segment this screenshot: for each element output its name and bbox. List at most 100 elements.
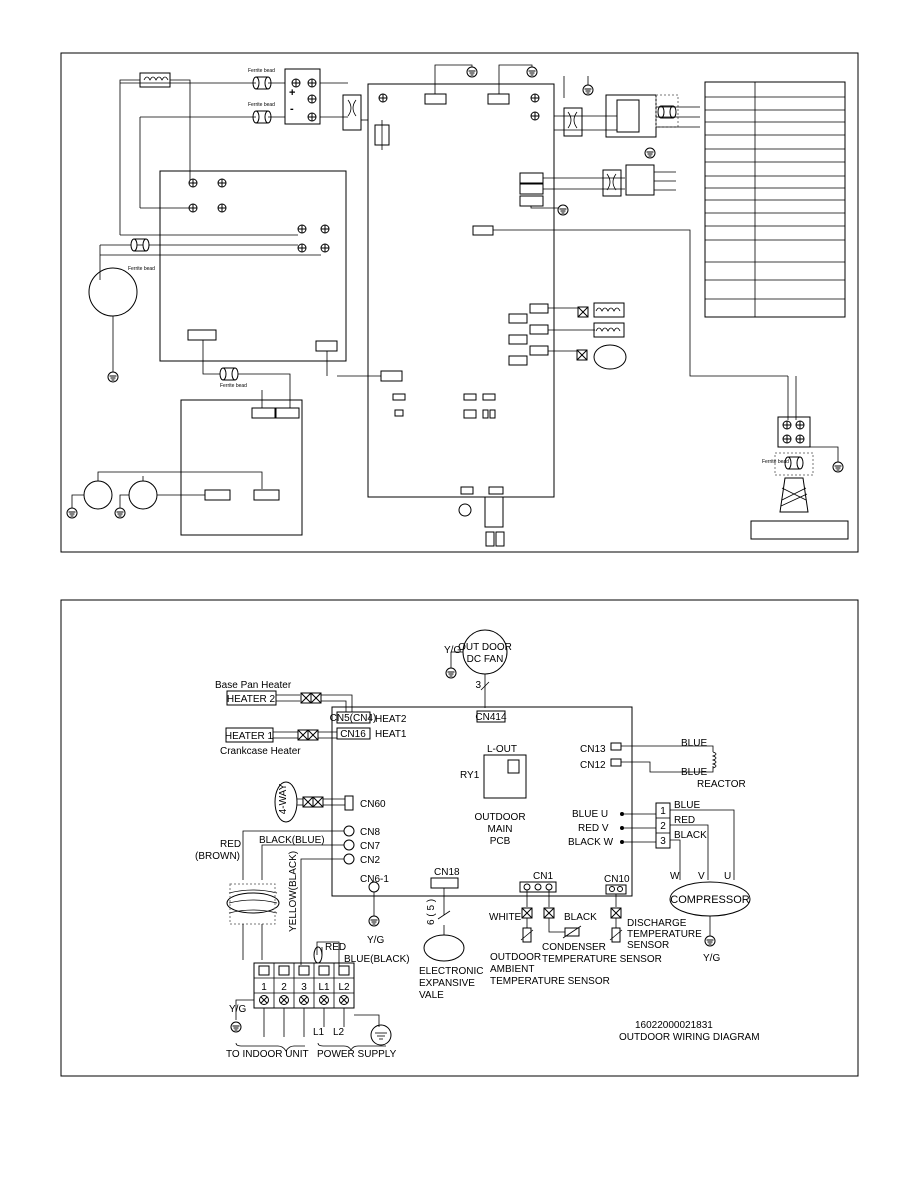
fan-label-1: OUT DOOR (458, 642, 512, 653)
fan-wire-count: 3 (475, 680, 481, 691)
reactor-wire-1: BLUE (681, 738, 707, 749)
cn16-label: CN16 (340, 729, 366, 740)
top-main-pcb (367, 83, 555, 498)
ambient-label-2: AMBIENT (490, 964, 534, 975)
top-heater-symbol (139, 72, 171, 88)
svg-text:Ferrite bead: Ferrite bead (220, 383, 247, 389)
top-fan-motor (88, 267, 138, 317)
cn6-label: CN6-1 (360, 874, 389, 885)
electronic-expansive-valve (423, 934, 465, 962)
svg-text:2: 2 (281, 982, 287, 993)
heater-1 (225, 727, 274, 743)
discharge-label-2: TEMPERATURE (627, 929, 702, 940)
cn60-label: CN60 (360, 799, 386, 810)
cn6-ground-icon (368, 915, 380, 927)
svg-text:COMPRESSOR: COMPRESSOR (670, 894, 750, 906)
cn13-label: CN13 (580, 744, 606, 755)
compressor-ground-icon (704, 935, 716, 947)
svg-text:Y/G: Y/G (703, 953, 720, 964)
top-connector-a (342, 94, 362, 131)
terminal-ground-label: Y/G (229, 1004, 246, 1015)
plus-label: + (289, 87, 295, 99)
l-out-label: L-OUT (487, 744, 517, 755)
fan-ground-label: Y/G (444, 645, 461, 656)
svg-text:L2: L2 (338, 982, 350, 993)
w-terminal-label: BLACK W (568, 837, 614, 848)
sensor-black-label: BLACK (564, 912, 597, 923)
to-indoor-unit-label: TO INDOOR UNIT (226, 1049, 309, 1060)
svg-text:4-WAY: 4-WAY (278, 783, 289, 814)
wire-black-blue-label: BLACK(BLUE) (259, 835, 325, 846)
svg-text:L1: L1 (313, 1027, 325, 1038)
compressor-wire-blue: BLUE (674, 800, 700, 811)
reactor-wire-2: BLUE (681, 767, 707, 778)
outdoor-main-pcb (331, 706, 633, 897)
fan-label-2: DC FAN (467, 654, 504, 665)
svg-text:U: U (724, 871, 731, 882)
diagram-title: OUTDOOR WIRING DIAGRAM (619, 1032, 760, 1043)
svg-text:L1: L1 (318, 982, 330, 993)
ferrite-bead-label-1: Ferrite bead (248, 68, 275, 74)
cn2-label: CN2 (360, 855, 380, 866)
crankcase-heater-caption: Crankcase Heater (220, 746, 301, 757)
cn10-label: CN10 (604, 874, 630, 885)
svg-text:Y/G: Y/G (367, 935, 384, 946)
condenser-label-1: CONDENSER (542, 942, 606, 953)
heat1-label: HEAT1 (375, 729, 407, 740)
terminal-blue-black-label: BLUE(BLACK) (344, 954, 410, 965)
cn18-label: CN18 (434, 867, 460, 878)
cn7-label: CN7 (360, 841, 380, 852)
top-diagram-frame (60, 52, 859, 553)
eev-label-3: VALE (419, 990, 444, 1001)
bottom-diagram-frame (60, 599, 859, 1077)
wire-brown-label: (BROWN) (195, 851, 240, 862)
wire-red-label: RED (220, 839, 241, 850)
cn5-label: CN5(CN4) (330, 713, 377, 724)
discharge-label-3: SENSOR (627, 940, 669, 951)
fan-ground-icon (445, 667, 457, 679)
cn12-label: CN12 (580, 760, 606, 771)
heat2-label: HEAT2 (375, 714, 407, 725)
compressor-wire-black: BLACK (674, 830, 707, 841)
svg-text:HEATER 1: HEATER 1 (225, 731, 274, 742)
pcb-label-1: OUTDOOR (474, 812, 525, 823)
reactor-label: REACTOR (697, 779, 746, 790)
compressor-terminal (655, 802, 671, 849)
ry1-label: RY1 (460, 770, 480, 781)
svg-text:L2: L2 (333, 1027, 345, 1038)
eev-label-2: EXPANSIVE (419, 978, 475, 989)
compressor-wire-red: RED (674, 815, 695, 826)
pcb-label-3: PCB (490, 836, 511, 847)
svg-text:HEATER 2: HEATER 2 (227, 694, 276, 705)
u-terminal-label: BLUE U (572, 809, 608, 820)
cn414-label: CN414 (475, 712, 507, 723)
minus-label: - (290, 103, 294, 115)
heater-2 (226, 690, 277, 706)
four-way-valve (274, 781, 298, 823)
svg-text:Ferrite bead: Ferrite bead (128, 266, 155, 272)
ferrite-bead-label-2: Ferrite bead (248, 102, 275, 108)
cn8-label: CN8 (360, 827, 380, 838)
base-pan-heater-caption: Base Pan Heater (215, 680, 292, 691)
terminal-ground-icon (230, 1021, 242, 1033)
top-wire-table (704, 81, 846, 318)
wire-yellow-black-label: YELLOW(BLACK) (288, 851, 299, 932)
discharge-label-1: DISCHARGE (627, 918, 687, 929)
terminal-red-label: RED (325, 942, 346, 953)
svg-text:Ferrite bead: Ferrite bead (762, 459, 789, 465)
svg-text:2: 2 (660, 821, 666, 832)
v-terminal-label: RED V (578, 823, 609, 834)
relay-ry1 (483, 754, 527, 799)
eev-count: 6 ( 5 ) (426, 899, 437, 925)
condenser-label-2: TEMPERATURE SENSOR (542, 954, 662, 965)
svg-text:1: 1 (660, 806, 666, 817)
sensor-white-label: WHITE (489, 912, 522, 923)
svg-text:1: 1 (261, 982, 267, 993)
svg-text:3: 3 (660, 836, 666, 847)
eev-label-1: ELECTRONIC (419, 966, 483, 977)
document-number: 16022000021831 (635, 1020, 713, 1031)
ambient-label-3: TEMPERATURE SENSOR (490, 976, 610, 987)
top-ferrite-bead-4 (219, 367, 239, 381)
pcb-label-2: MAIN (488, 824, 513, 835)
svg-text:W: W (670, 871, 680, 882)
